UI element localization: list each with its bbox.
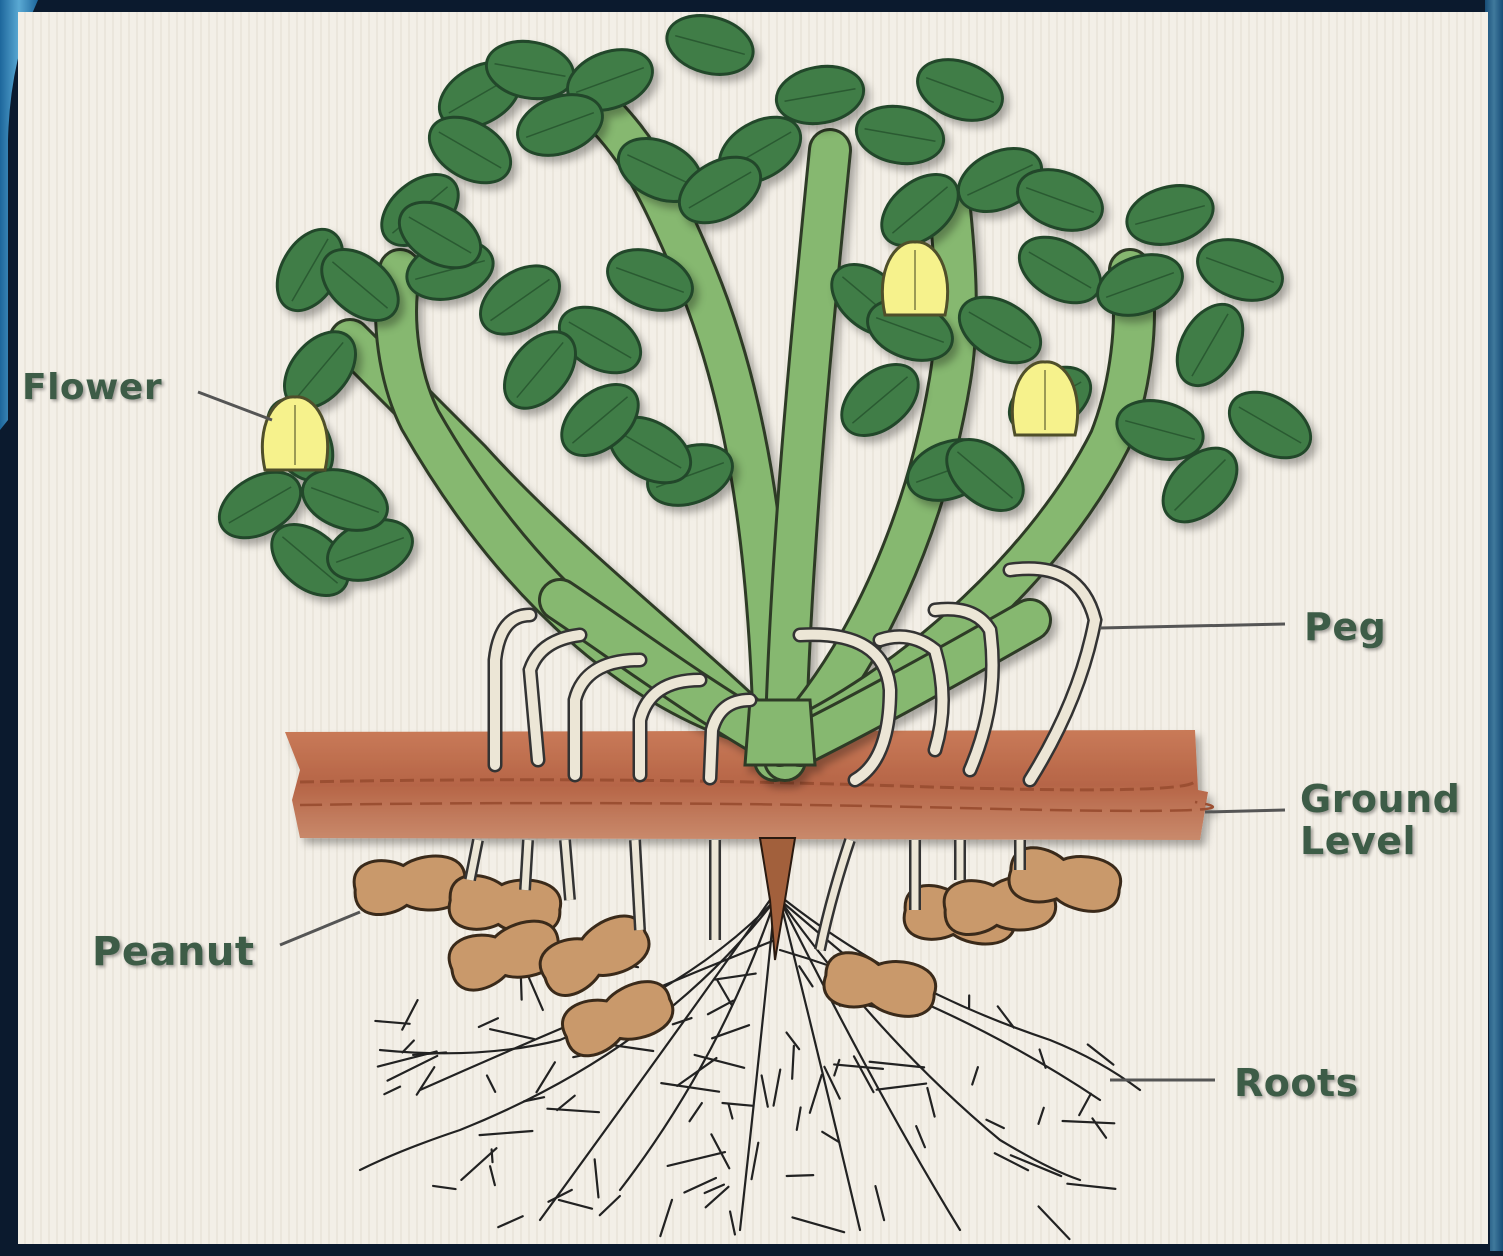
under-peg-1 [525,840,528,890]
main-stem-base [745,700,815,765]
label-peg: Peg [1304,608,1386,646]
under-peg-2 [565,840,570,900]
label-ground-level: Ground Level [1300,778,1460,862]
label-ground-line2: Level [1300,820,1460,862]
label-peanut: Peanut [92,932,255,972]
under-peg-3 [635,840,640,930]
rootlet-29 [787,1175,814,1176]
label-roots: Roots [1234,1064,1359,1102]
label-ground-line1: Ground [1300,778,1460,820]
leader-ground [1205,810,1285,812]
label-flower: Flower [22,370,162,406]
